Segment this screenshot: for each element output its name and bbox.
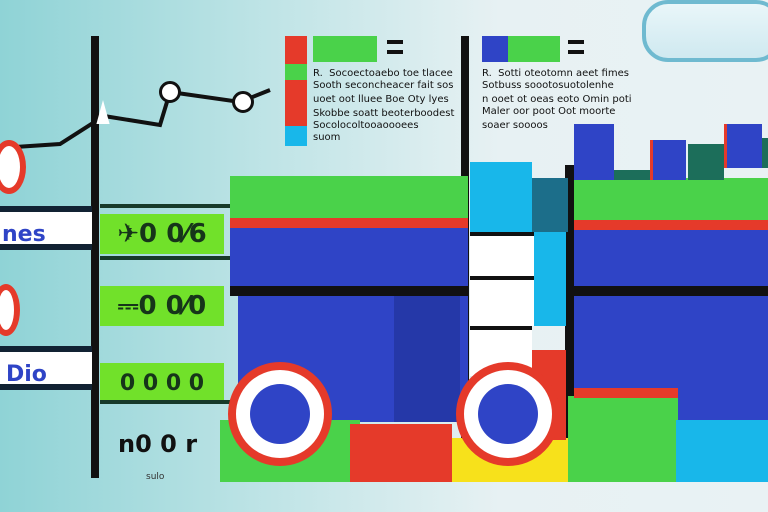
panel-teal [532,178,568,232]
legend-text: suom [313,132,341,143]
menu-icon [387,40,403,54]
panel-cyan [470,162,532,232]
panel-cyan [534,276,566,326]
legend-swatch-cyan [285,126,307,146]
panel-blue-dark [394,296,460,422]
legend-text: Socolocoltooaoooees [313,120,419,131]
bar [724,124,762,168]
legend-swatch-green [508,36,560,62]
ring-center [478,384,538,444]
metric-value: n0 0 r [118,430,198,458]
panel-blue [574,296,768,388]
menu-icon [568,40,584,54]
ring-marker-right [456,362,560,466]
bar [574,124,614,180]
metric-tile: ✈0 0⁄6 [100,214,224,254]
line-node [232,91,254,113]
legend-text: uoet oot lluee Boe Oty lyes [313,94,449,105]
cloud-icon [642,0,768,62]
panel-red [350,424,452,482]
bar [762,138,768,168]
ring-center [250,384,310,444]
legend-text: Sotbuss soootosuotolenhe [482,80,614,91]
panel-green [568,396,678,482]
legend-text: Maler oor poot Oot moorte [482,106,616,117]
divider [100,204,230,208]
panel-white [470,232,536,276]
metric-tile: ⎓0 0⁄0 [100,286,224,326]
table-row: nes [0,206,92,250]
bar [688,144,724,180]
line-node [159,81,181,103]
panel-red-stripe [574,220,768,230]
bar [614,170,650,180]
right-axis-line [565,165,575,455]
legend-swatch-green [285,64,307,80]
panel-green [574,178,768,220]
panel-red-stripe [574,388,678,398]
panel-red-stripe [230,218,468,228]
panel-white [470,276,536,326]
legend-text: R. Socoectoaebo toe tlacee [313,68,453,79]
divider [230,286,468,296]
panel-cyan [676,420,768,482]
divider [100,256,230,260]
bar [650,140,686,180]
left-axis-line [91,36,99,478]
line-series [0,88,271,150]
metric-caption: sulo [146,472,165,482]
panel-blue [230,228,468,286]
legend-text: R. Sotti oteotomn aeet fimes [482,68,629,79]
legend-text: soaer soooos [482,120,548,131]
status-badge [0,284,20,336]
table-row: Dio [0,346,92,390]
status-badge [0,140,26,194]
panel-blue [678,388,768,420]
legend-swatch-green [313,36,377,62]
row-label: nes [2,222,46,247]
panel-cyan [534,232,566,276]
legend-text: Sooth seconcheacer fait sos [313,80,454,91]
row-label: Dio [6,362,47,387]
legend-swatch-red [285,36,307,146]
panel-blue [574,230,768,286]
legend-text: Skobbe soatt beoterboodest [313,108,455,119]
divider [574,286,768,296]
legend-swatch-blue [482,36,508,62]
metric-tile: 0 0 0 0 [100,363,224,403]
divider [100,400,230,404]
ring-marker-left [228,362,332,466]
legend-text: n ooet ot oeas eoto Omin poti [482,94,632,105]
panel-green [230,176,468,218]
